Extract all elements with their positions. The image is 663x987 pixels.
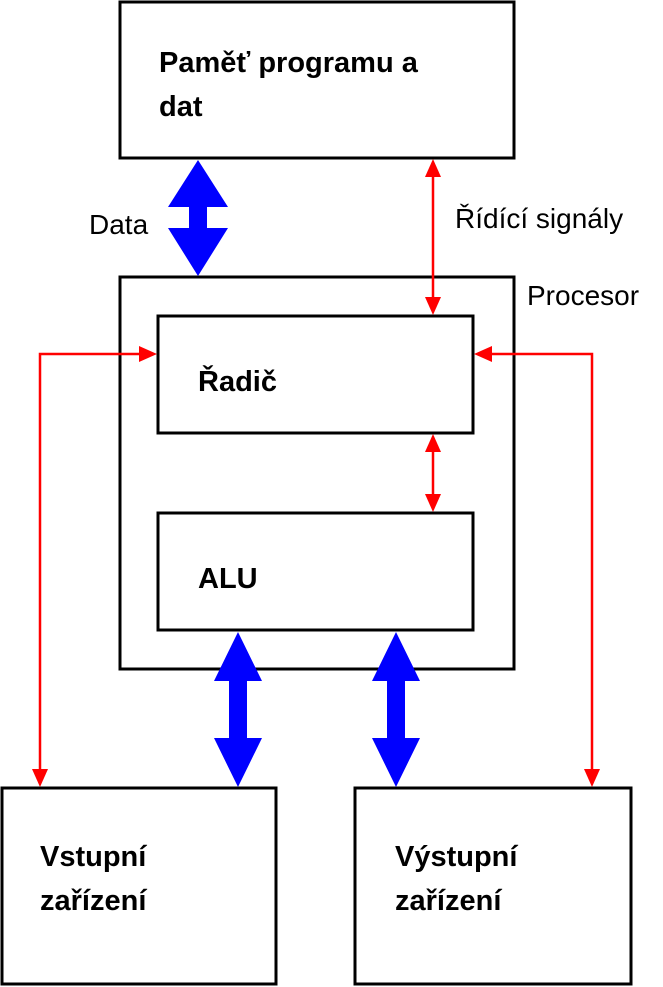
data-bus-arrow-alu-input (214, 632, 262, 787)
controller-box (156, 314, 475, 435)
control-arrow-controller-input (32, 346, 157, 787)
input-device-label-line2: zařízení (40, 885, 147, 917)
output-device-box (353, 786, 633, 986)
controller-label: Řadič (198, 364, 277, 398)
memory-label-line2: dat (159, 91, 203, 123)
control-arrow-memory-controller (425, 159, 441, 315)
control-arrow-controller-output (474, 346, 600, 787)
input-device-box (0, 786, 278, 986)
control-signals-label: Řídící signály (455, 203, 623, 234)
alu-label: ALU (198, 563, 258, 595)
processor-label: Procesor (527, 280, 639, 311)
output-device-label-line2: zařízení (395, 885, 502, 917)
data-label: Data (89, 209, 149, 240)
memory-box (118, 0, 516, 160)
data-bus-arrow-alu-output (372, 632, 420, 787)
data-bus-arrow-memory-processor (168, 160, 228, 276)
output-device-label-line1: Výstupní (395, 841, 518, 873)
memory-label-line1: Paměť programu a (159, 47, 419, 79)
alu-box (156, 511, 475, 632)
input-device-label-line1: Vstupní (40, 841, 147, 873)
control-arrow-controller-alu (425, 434, 441, 512)
